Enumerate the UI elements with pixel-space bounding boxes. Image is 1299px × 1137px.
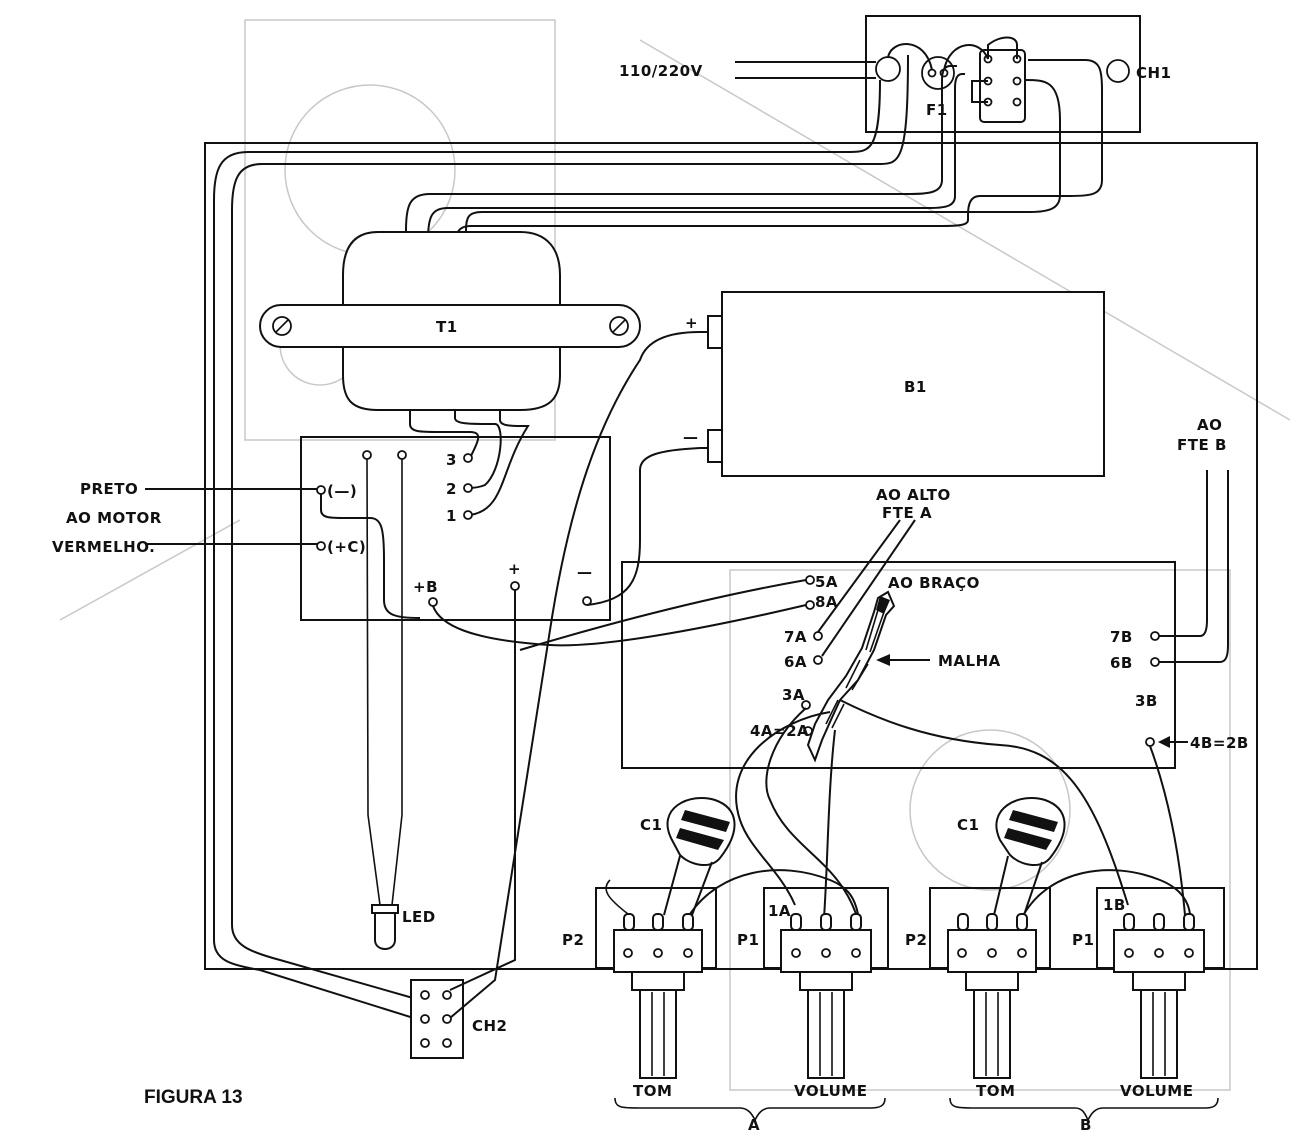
ch2-label: CH2 [472,1017,508,1035]
chassis-outline [204,142,1258,970]
b1-label: B1 [904,378,927,396]
switch-ch2 [410,979,464,1059]
f1-label: F1 [926,101,948,119]
capacitor-c1-a [663,796,736,916]
speaker-b-wires [1159,470,1229,663]
terminal-2: 2 [446,480,457,498]
motor-leads [145,488,421,619]
brace-a [614,1097,886,1122]
malha-label: MALHA [938,652,1001,670]
amp-board [621,561,1176,769]
terminal-1: 1 [446,507,457,525]
terminal-6a: 6A [784,653,807,671]
transformer-t1 [259,231,641,411]
potentiometer-p1-b [1113,913,1205,1079]
group-b-label: B [1080,1116,1092,1134]
motor-vermelho-label: VERMELHO. [52,538,155,556]
ao-fte-b-label-1: AO [1197,416,1222,434]
malha-arrow-head [876,654,890,666]
brace-b [949,1097,1219,1122]
p1-b-label: P1 [1072,931,1094,949]
terminal-plus-b: +B [413,578,438,596]
pot-interconnect [605,869,1191,915]
ch1-switch-body [979,49,1026,123]
terminal-3a: 3A [782,686,805,704]
terminal-posc: (+C) [327,538,366,556]
t1-label: T1 [436,318,458,336]
ao-alto-label-2: FTE A [882,504,932,522]
capacitor-c1-b [993,796,1066,916]
ao-braco-label: AO BRAÇO [888,574,980,592]
terminal-8a: 8A [815,593,838,611]
secondary-wires [409,410,530,516]
mains-to-transformer-wires [213,54,1103,1021]
mains-voltage-label: 110/220V [619,62,703,80]
battery-minus: — [683,428,699,446]
power-board [300,436,611,621]
power-board-terminals [316,450,592,607]
amp-board-terminals [801,575,1160,747]
ao-alto-label-1: AO ALTO [876,486,951,504]
b-volume-label: VOLUME [1120,1082,1193,1100]
p2-b-label: P2 [905,931,927,949]
b-tom-label: TOM [976,1082,1015,1100]
speaker-a-wires [817,519,916,657]
ch1-label: CH1 [1136,64,1172,82]
terminal-4b2b: 4B=2B [1190,734,1249,752]
a-volume-label: VOLUME [794,1082,867,1100]
terminal-5a: 5A [815,573,838,591]
p1-a-label: P1 [737,931,759,949]
potentiometer-p2-a [613,913,703,1079]
terminal-3: 3 [446,451,457,469]
a-tom-label: TOM [633,1082,672,1100]
4b2b-arrow-head [1158,736,1170,748]
terminal-neg: (—) [327,482,357,500]
terminal-3b: 3B [1135,692,1158,710]
fuse-holder [921,56,955,90]
led-label: LED [402,908,436,926]
battery-plus: + [685,314,698,332]
p2-a-label: P2 [562,931,584,949]
terminal-6b: 6B [1110,654,1133,672]
motor-ao-motor-label: AO MOTOR [66,509,162,527]
ao-fte-b-label-2: FTE B [1177,436,1227,454]
motor-preto-label: PRETO [80,480,138,498]
group-a-label: A [748,1116,760,1134]
shielded-cable [806,590,896,763]
terminal-7b: 7B [1110,628,1133,646]
terminal-7a: 7A [784,628,807,646]
c1-a-label: C1 [640,816,662,834]
terminal-1b: 1B [1103,896,1126,914]
led [366,458,403,950]
figure-caption: FIGURA 13 [144,1087,243,1108]
terminal-minus: — [577,563,593,581]
terminal-plus: + [508,560,521,578]
potentiometer-p2-b [947,913,1037,1079]
potentiometer-p1-a [780,913,872,1079]
battery-b1 [707,291,1105,477]
mains-switch-plate [865,15,1141,133]
c1-b-label: C1 [957,816,979,834]
power-wiring [432,331,807,1019]
signal-wires [735,699,1186,921]
mains-wires [735,36,1018,103]
terminal-1a: 1A [768,902,791,920]
